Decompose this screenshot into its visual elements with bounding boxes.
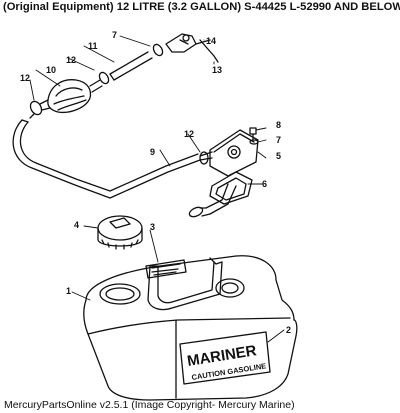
callout-2: 2 [286, 325, 291, 335]
callout-7: 7 [276, 135, 281, 145]
short-hose-part-11 [109, 51, 153, 81]
callout-12-pickup: 12 [184, 129, 194, 139]
filler-cap-part-4 [97, 215, 143, 250]
leader-lines [29, 35, 285, 343]
callout-6: 6 [262, 179, 267, 189]
callout-3: 3 [150, 222, 155, 232]
callout-11: 11 [88, 41, 98, 51]
callout-10: 10 [46, 65, 56, 75]
callout-8: 8 [276, 120, 281, 130]
fuel-tank-part-1 [83, 255, 298, 401]
hose-clamp-part-12-b [98, 71, 110, 85]
callout-9: 9 [150, 147, 155, 157]
callout-13: 13 [212, 65, 222, 75]
callout-1: 1 [66, 286, 71, 296]
callout-5: 5 [276, 151, 281, 161]
callout-14: 14 [206, 36, 216, 46]
primer-bulb-part-10 [39, 79, 103, 114]
fuel-pickup-cover-part-5 [199, 129, 259, 177]
callout-12-mid: 12 [66, 55, 76, 65]
hose-clamp-part-12-c [152, 43, 164, 57]
diagram-header: (Original Equipment) 12 LITRE (3.2 GALLO… [3, 1, 400, 13]
hose-clamp-part-12-d [199, 151, 209, 165]
pickup-tube [188, 183, 237, 218]
hose-clamp-part-12-a [29, 100, 43, 119]
callout-4: 4 [74, 220, 79, 230]
hose-connector-part-14 [165, 33, 219, 63]
callout-12-left: 12 [20, 73, 30, 83]
fuel-hose-part-9 [12, 119, 201, 199]
callout-12-top: 7 [112, 30, 117, 40]
screw-part-8 [249, 127, 257, 141]
copyright-footer: MercuryPartsOnline v2.5.1 (Image Copyrig… [4, 399, 295, 411]
gasket-part-6 [209, 171, 253, 205]
